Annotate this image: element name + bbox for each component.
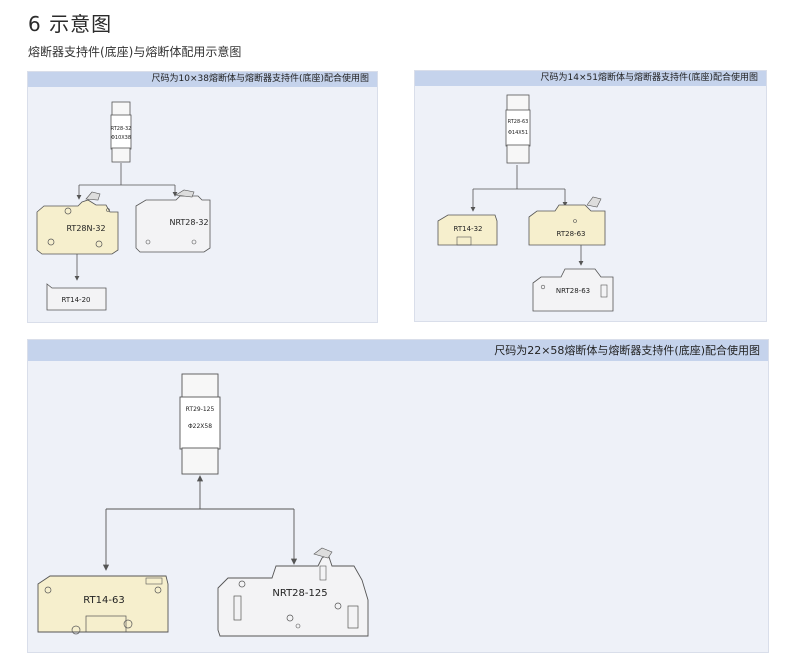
holder-label: RT14-20 [62,296,91,304]
holder-label: RT28-63 [557,230,586,238]
fuse-cartridge: RT28-63 Φ14X51 [505,94,531,164]
holder-rt28-63: RT28-63 [528,196,606,246]
panel-14x51-diagram: RT28-63 Φ14X51 RT14-32 RT28-63 NRT28-63 [437,94,614,312]
panel-22x58: 尺码为22×58熔断体与熔断器支持件(底座)配合使用图 RT29-125 Φ22… [27,339,769,653]
holder-label: RT28N-32 [66,224,105,233]
panel-header: 尺码为22×58熔断体与熔断器支持件(底座)配合使用图 [28,340,768,361]
holder-label: NRT28-63 [556,287,590,295]
connector-lines [102,475,298,571]
panel-10x38: 尺码为10×38熔断体与熔断器支持件(底座)配合使用图 RT28-32 Φ10X… [27,71,378,323]
fuse-size: Φ22X58 [188,423,212,430]
holder-label: RT14-63 [83,595,124,606]
connector-lines [470,165,584,266]
fuse-size: Φ10X38 [111,135,131,141]
diagram-subtitle: 熔断器支持件(底座)与熔断体配用示意图 [28,45,242,59]
holder-nrt28-125: NRT28-125 [217,547,369,637]
holder-nrt28-32: NRT28-32 [135,189,211,253]
holder-label: NRT28-32 [169,218,208,227]
panel-14x51: 尺码为14×51熔断体与熔断器支持件(底座)配合使用图 RT28-63 Φ14X… [414,70,767,322]
section-title: 6 示意图 [28,12,113,36]
holder-label: RT14-32 [454,225,483,233]
panel-header: 尺码为10×38熔断体与熔断器支持件(底座)配合使用图 [28,72,377,87]
panel-22x58-diagram: RT29-125 Φ22X58 RT14-63 NRT28-125 [37,373,369,637]
fuse-cartridge: RT29-125 Φ22X58 [179,373,221,475]
fuse-label: RT28-32 [111,126,132,132]
holder-rt28n-32: RT28N-32 [36,191,119,255]
panel-header: 尺码为14×51熔断体与熔断器支持件(底座)配合使用图 [415,71,766,86]
holder-label: NRT28-125 [272,588,327,599]
holder-rt14-32: RT14-32 [437,214,498,246]
fuse-cartridge: RT28-32 Φ10X38 [110,101,132,163]
fuse-label: RT28-63 [508,119,529,125]
holder-nrt28-63: NRT28-63 [532,268,614,312]
holder-rt14-63: RT14-63 [37,575,169,635]
panel-10x38-diagram: RT28-32 Φ10X38 RT28N-32 NRT28-32 RT14-20 [36,101,211,311]
connector-lines [76,163,178,200]
fuse-label: RT29-125 [186,406,215,413]
fuse-size: Φ14X51 [508,130,528,136]
holder-rt14-20: RT14-20 [46,254,107,311]
